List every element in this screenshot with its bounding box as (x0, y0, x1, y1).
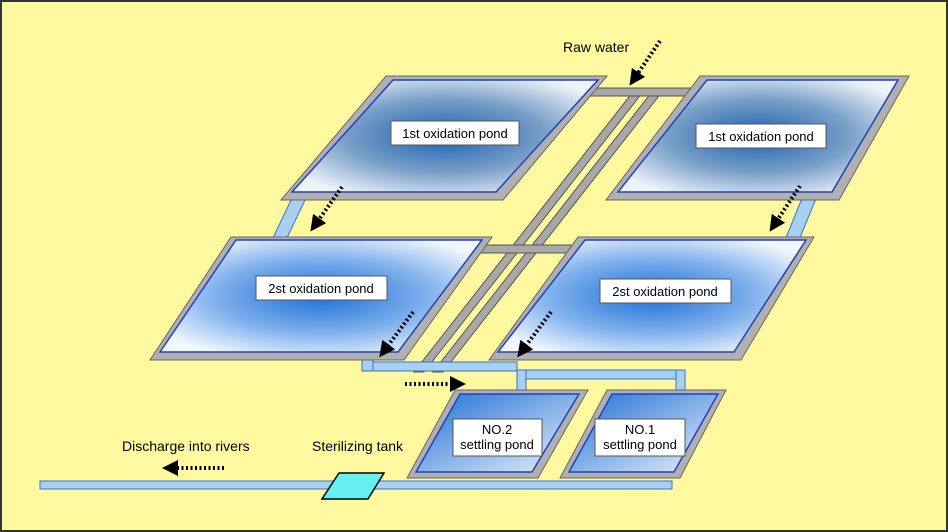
label-raw-water: Raw water (563, 39, 629, 55)
label-box-pond2-left (255, 275, 388, 301)
label-box-settling-no2 (452, 418, 543, 457)
arrow-pond1-right (769, 184, 802, 232)
label-pond1-left: 1st oxidation pond (402, 126, 508, 141)
arrow-pond2-left (379, 310, 415, 358)
arrow-pond1-left (310, 185, 344, 232)
label-discharge: Discharge into rivers (122, 438, 250, 454)
gray-feed-pipes (412, 87, 694, 373)
label-box-pond2-right (599, 278, 732, 304)
flow-arrows (162, 39, 802, 476)
label-settling-no1-line2: settling pond (603, 437, 677, 452)
arrow-raw-water (629, 39, 662, 86)
label-box-settling-no1 (594, 418, 686, 457)
label-box-pond1-right (695, 123, 827, 149)
label-settling-no2-line2: settling pond (460, 437, 534, 452)
label-pond2-right: 2st oxidation pond (612, 284, 718, 299)
label-settling-no2-line1: NO.2 (482, 422, 512, 437)
label-pond2-left: 2st oxidation pond (268, 281, 374, 296)
label-sterilizing-tank: Sterilizing tank (312, 438, 404, 454)
label-box-pond1-left (390, 120, 520, 146)
label-settling-no1-line1: NO.1 (625, 422, 655, 437)
arrow-pond2-right (517, 310, 553, 358)
label-pond1-right: 1st oxidation pond (708, 129, 814, 144)
sterilizing-tank (320, 472, 386, 500)
